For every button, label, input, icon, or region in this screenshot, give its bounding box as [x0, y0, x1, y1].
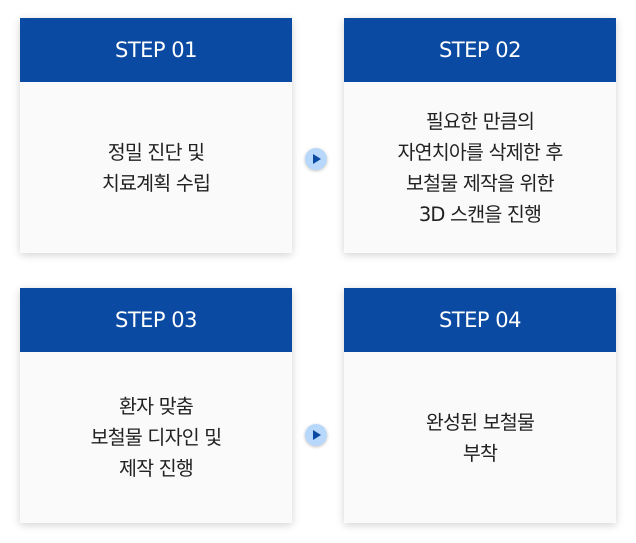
step-description: 필요한 만큼의 자연치아를 삭제한 후 보철물 제작을 위한 3D 스캔을 진행	[344, 82, 616, 253]
step-title: STEP 01	[20, 18, 292, 82]
play-triangle	[313, 154, 321, 164]
step-card-4: STEP 04 완성된 보철물 부착	[344, 288, 616, 523]
play-arrow-icon	[305, 148, 327, 170]
step-title: STEP 02	[344, 18, 616, 82]
step-card-1: STEP 01 정밀 진단 및 치료계획 수립	[20, 18, 292, 253]
step-title: STEP 03	[20, 288, 292, 352]
step-title: STEP 04	[344, 288, 616, 352]
step-card-3: STEP 03 환자 맞춤 보철물 디자인 및 제작 진행	[20, 288, 292, 523]
step-description-line: 보철물 제작을 위한	[406, 171, 555, 195]
step-description-line: 치료계획 수립	[101, 171, 211, 195]
step-description-line: 정밀 진단 및	[107, 140, 205, 164]
step-card-2: STEP 02 필요한 만큼의 자연치아를 삭제한 후 보철물 제작을 위한 3…	[344, 18, 616, 253]
step-description-line: 필요한 만큼의	[425, 109, 535, 133]
step-description: 완성된 보철물 부착	[344, 352, 616, 523]
step-description-line: 보철물 디자인 및	[90, 426, 223, 449]
step-description: 환자 맞춤 보철물 디자인 및 제작 진행	[20, 352, 292, 523]
step-description-line: 제작 진행	[119, 457, 194, 480]
play-arrow-icon	[305, 424, 327, 446]
step-description-line: 자연치아를 삭제한 후	[397, 140, 563, 164]
step-description-line: 완성된 보철물	[425, 410, 535, 434]
play-triangle	[313, 430, 321, 440]
step-description-line: 환자 맞춤	[119, 395, 194, 418]
step-description-line: 부착	[462, 441, 498, 465]
step-description-line: 3D 스캔을 진행	[418, 202, 542, 226]
step-description: 정밀 진단 및 치료계획 수립	[20, 82, 292, 253]
